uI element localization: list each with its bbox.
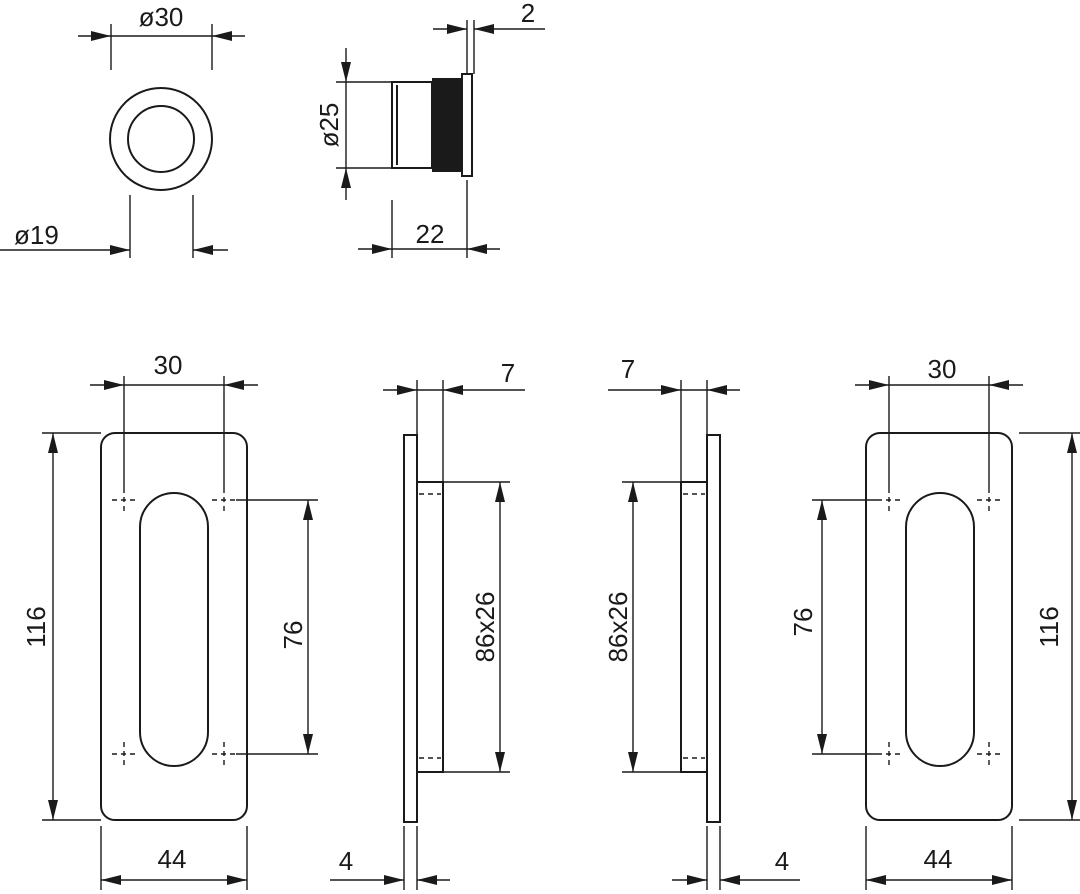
side-b-view: 7 86x26 4 bbox=[603, 354, 800, 890]
dim-plate-a-hole-pitch: 76 bbox=[278, 621, 308, 650]
side-a-view: 7 86x26 4 bbox=[330, 358, 525, 890]
dim-side-a-thickness: 4 bbox=[339, 846, 353, 876]
dim-plate-b-hole-pitch: 76 bbox=[788, 608, 818, 637]
screw-hole-marks bbox=[877, 488, 1001, 766]
knob-front-view: ø30 ø19 bbox=[0, 2, 245, 258]
dim-knob-flange: 2 bbox=[521, 0, 535, 28]
dim-side-a-recess: 86x26 bbox=[470, 592, 500, 663]
plate-a-front-view: 30 116 76 44 bbox=[21, 350, 318, 890]
dim-plate-a-width: 44 bbox=[158, 844, 187, 874]
dim-side-b-thickness: 4 bbox=[775, 846, 789, 876]
dim-knob-inner-diameter: ø19 bbox=[14, 220, 59, 250]
dim-plate-b-hole-spacing: 30 bbox=[928, 354, 957, 384]
dim-side-b-depth: 7 bbox=[621, 354, 635, 384]
plate-b-front-view: 30 76 116 44 bbox=[788, 354, 1080, 890]
dim-plate-b-height: 116 bbox=[1034, 606, 1064, 647]
dim-plate-b-width: 44 bbox=[924, 844, 953, 874]
dim-knob-side-diameter: ø25 bbox=[314, 103, 344, 148]
knurl-band bbox=[432, 78, 462, 172]
dim-knob-depth: 22 bbox=[416, 219, 445, 249]
screw-hole-marks bbox=[112, 488, 236, 766]
dim-side-a-depth: 7 bbox=[501, 358, 515, 388]
dim-plate-a-height: 116 bbox=[21, 606, 51, 647]
knob-side-view: ø25 22 2 bbox=[314, 0, 545, 258]
dim-side-b-recess: 86x26 bbox=[603, 592, 633, 663]
dim-knob-outer-diameter: ø30 bbox=[139, 2, 184, 32]
dim-plate-a-hole-spacing: 30 bbox=[154, 350, 183, 380]
